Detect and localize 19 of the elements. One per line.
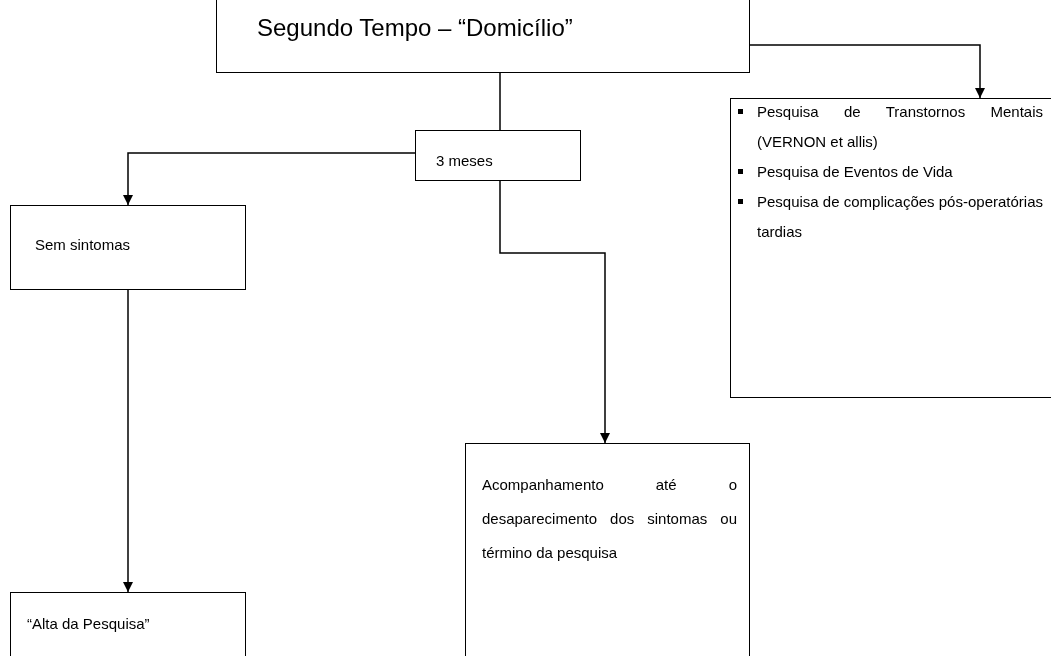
- process-box: [216, 0, 750, 73]
- arrow: [749, 44, 985, 99]
- box-text: “Alta da Pesquisa”: [27, 614, 150, 634]
- arrow: [123, 289, 133, 593]
- box-text: 3 meses: [436, 151, 493, 171]
- bullet-item: Pesquisa de complicações pós-operatórias tardias: [735, 187, 1043, 247]
- process-box: [10, 592, 246, 656]
- arrow: [499, 180, 610, 444]
- connector-line: [499, 72, 501, 131]
- bullet-item: Pesquisa de Eventos de Vida: [735, 157, 1043, 187]
- bullet-item: Pesquisa de Transtornos Mentais (VERNON et allis): [735, 97, 1043, 157]
- title-text: Segundo Tempo – “Domicílio”: [257, 13, 573, 43]
- process-box: [10, 205, 246, 290]
- process-box: [730, 98, 1051, 398]
- box-text: Acompanhamento até o desaparecimento dos sintomas ou término da pesquisa: [482, 475, 737, 563]
- arrow: [123, 152, 416, 206]
- box-text: Sem sintomas: [35, 235, 131, 255]
- process-box: [465, 443, 750, 656]
- process-box: [415, 130, 581, 181]
